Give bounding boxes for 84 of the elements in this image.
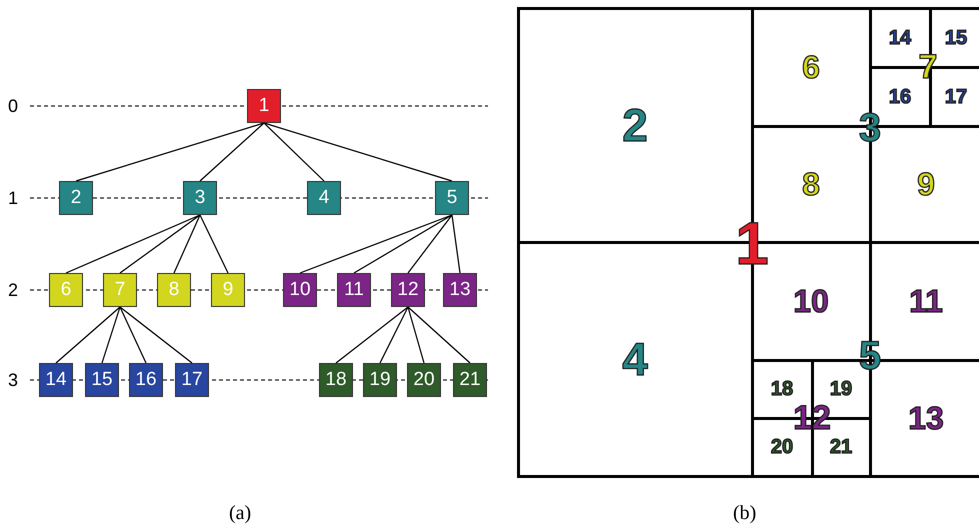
level-label: 2 (8, 280, 18, 301)
cell-number: 2 (622, 102, 648, 148)
tree-node-box (39, 363, 73, 397)
node-number: 7 (114, 279, 126, 301)
tree-node-box (283, 273, 317, 307)
tree-node-box (307, 181, 341, 215)
cell-number: 21 (830, 437, 852, 457)
cell-number: 4 (622, 336, 648, 382)
tree-edge (56, 306, 120, 364)
cell-number: 18 (770, 379, 794, 399)
node-number: 5 (446, 187, 458, 209)
tree-node-box (157, 273, 191, 307)
tree-node-box (337, 273, 371, 307)
node-number: 16 (135, 369, 157, 391)
node-number: 2 (70, 187, 82, 209)
tree-edge (120, 306, 192, 364)
node-number: 3 (194, 187, 206, 209)
tree-node-box (183, 181, 217, 215)
tree-edge (66, 214, 200, 274)
node-number: 8 (168, 279, 180, 301)
tree-edge (354, 214, 452, 274)
cell-number: 8 (802, 168, 820, 200)
node-number: 15 (91, 369, 113, 391)
tree-node-box (391, 273, 425, 307)
tree-edge (264, 122, 452, 182)
node-number: 12 (397, 279, 419, 301)
node-number: 6 (60, 279, 72, 301)
node-number: 10 (289, 279, 311, 301)
tree-node-box (129, 363, 163, 397)
cell-number: 19 (830, 379, 852, 399)
node-number: 9 (222, 279, 234, 301)
cell-number: 6 (802, 51, 820, 83)
tree-edge (119, 306, 147, 364)
node-number: 14 (45, 369, 67, 391)
cell-number: 13 (908, 402, 944, 434)
tree-node-box (85, 363, 119, 397)
cell-number: 20 (770, 437, 794, 457)
cell-number: 9 (917, 168, 935, 200)
cell-number: 14 (888, 28, 912, 48)
tree-node-box (175, 363, 209, 397)
tree-edge (408, 214, 452, 274)
node-number: 19 (369, 369, 391, 391)
tree-node-box (59, 181, 93, 215)
cell-number: 17 (944, 86, 968, 106)
tree-edge (451, 214, 461, 274)
tree-edge (408, 306, 470, 364)
tree-node-box (453, 363, 487, 397)
node-number: 17 (181, 369, 203, 391)
tree-edge (200, 122, 264, 182)
tree-edge (264, 122, 324, 182)
tree-edge (407, 306, 425, 364)
tree-edge (379, 306, 409, 364)
panel-caption: (b) (733, 502, 756, 525)
tree-node-box (435, 181, 469, 215)
cell-number: 11 (909, 285, 943, 317)
node-number: 1 (258, 95, 270, 117)
tree-node-box (103, 273, 137, 307)
tree-edge (336, 306, 408, 364)
node-number: 18 (325, 369, 347, 391)
cell-number: 15 (944, 28, 968, 48)
node-number: 4 (318, 187, 330, 209)
tree-edge (120, 214, 200, 274)
level-label: 0 (8, 96, 18, 117)
tree-edge (101, 306, 121, 364)
tree-edge (199, 214, 229, 274)
node-number: 13 (449, 279, 471, 301)
level-label: 3 (8, 370, 18, 391)
panel-caption: (a) (229, 502, 252, 525)
tree-node-box (443, 273, 477, 307)
node-number: 11 (344, 279, 364, 301)
node-number: 21 (459, 369, 481, 391)
tree-node-box (211, 273, 245, 307)
tree-node-box (319, 363, 353, 397)
level-label: 1 (8, 188, 18, 209)
tree-node-box (247, 89, 281, 123)
tree-node-box (49, 273, 83, 307)
tree-edge (300, 214, 452, 274)
tree-edge (173, 214, 201, 274)
cell-number: 16 (888, 86, 912, 106)
tree-node-box (407, 363, 441, 397)
node-number: 20 (413, 369, 435, 391)
tree-node-box (363, 363, 397, 397)
cell-number: 10 (793, 285, 829, 317)
tree-edge (76, 122, 264, 182)
